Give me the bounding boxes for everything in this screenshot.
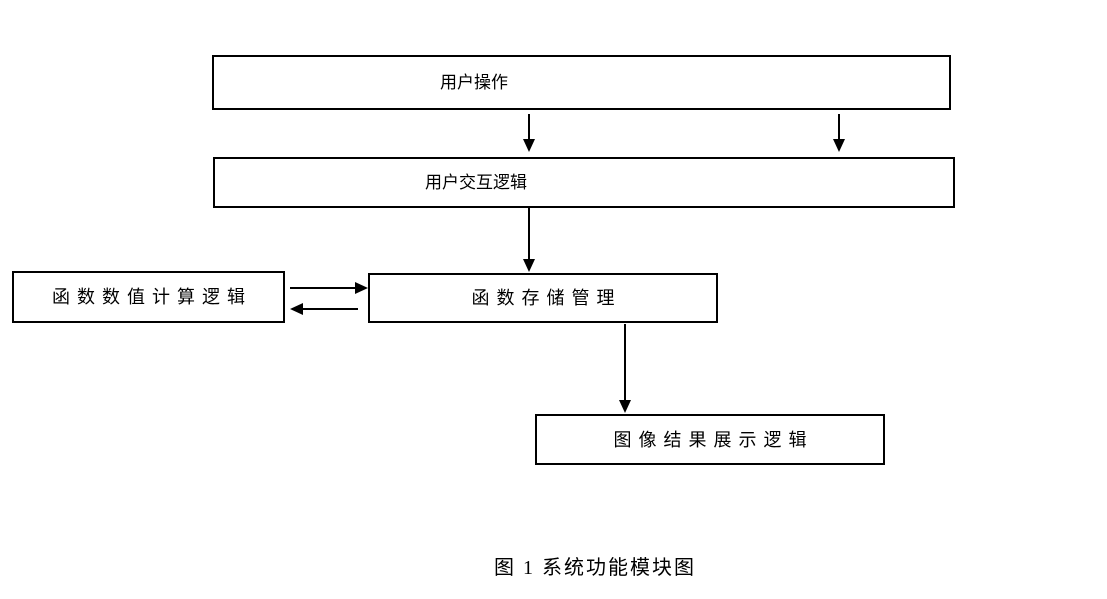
figure-caption: 图 1 系统功能模块图 bbox=[494, 557, 696, 579]
node-user-operation: 用户操作 bbox=[212, 55, 951, 110]
arrow-storage-to-calc bbox=[290, 303, 358, 315]
node-user-interaction-logic-label: 用户交互逻辑 bbox=[425, 173, 527, 192]
node-image-result-display: 图像结果展示逻辑 bbox=[535, 414, 885, 465]
node-function-calc-logic-label: 函数数值计算逻辑 bbox=[52, 287, 252, 307]
node-user-operation-label: 用户操作 bbox=[440, 73, 508, 92]
node-function-storage-mgmt: 函数存储管理 bbox=[368, 273, 718, 323]
arrow-storage-to-display bbox=[619, 324, 631, 413]
arrow-user-operation-to-interaction-left bbox=[523, 114, 535, 152]
arrow-user-operation-to-interaction-right bbox=[833, 114, 845, 152]
node-function-calc-logic: 函数数值计算逻辑 bbox=[12, 271, 285, 323]
arrow-interaction-to-storage bbox=[523, 208, 535, 272]
node-function-storage-mgmt-label: 函数存储管理 bbox=[471, 288, 622, 308]
arrow-calc-to-storage bbox=[290, 282, 368, 294]
node-image-result-display-label: 图像结果展示逻辑 bbox=[613, 429, 814, 450]
node-user-interaction-logic: 用户交互逻辑 bbox=[213, 157, 955, 208]
